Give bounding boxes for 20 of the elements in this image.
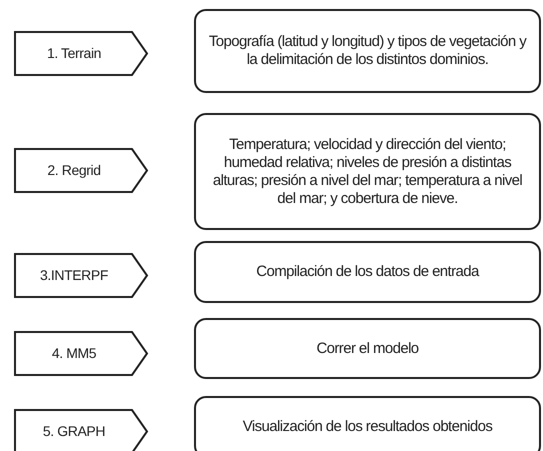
description-box	[194, 396, 541, 451]
step-label: 5. GRAPH	[42, 422, 106, 441]
step-label: 2. Regrid	[47, 161, 102, 180]
description-text: Compilación de los datos de entrada	[256, 263, 479, 281]
step-label: 4. MM5	[52, 344, 98, 363]
step-tag	[14, 253, 148, 298]
step-tag	[14, 148, 148, 193]
description-text: Correr el modelo	[316, 340, 419, 358]
step-tag	[14, 409, 148, 451]
description-text: Topografía (latitud y longitud) y tipos de vegetación y la delimitación de los distintos dominios.	[208, 33, 528, 69]
description-text: Temperatura; velocidad y dirección del viento; humedad relativa; niveles de presión a distintas alturas; presión a nivel del mar; temperatura a nivel del mar; y cobertura de nieve.	[212, 136, 524, 208]
description-box	[194, 318, 541, 379]
description-box	[194, 113, 541, 230]
step-label: 1. Terrain	[46, 44, 102, 63]
step-tag	[14, 31, 148, 76]
description-text: Visualización de los resultados obtenidos	[242, 418, 492, 436]
step-label: 3.INTERPF	[40, 266, 109, 285]
step-tag	[14, 331, 148, 376]
description-box	[194, 241, 541, 303]
description-box	[194, 9, 541, 93]
